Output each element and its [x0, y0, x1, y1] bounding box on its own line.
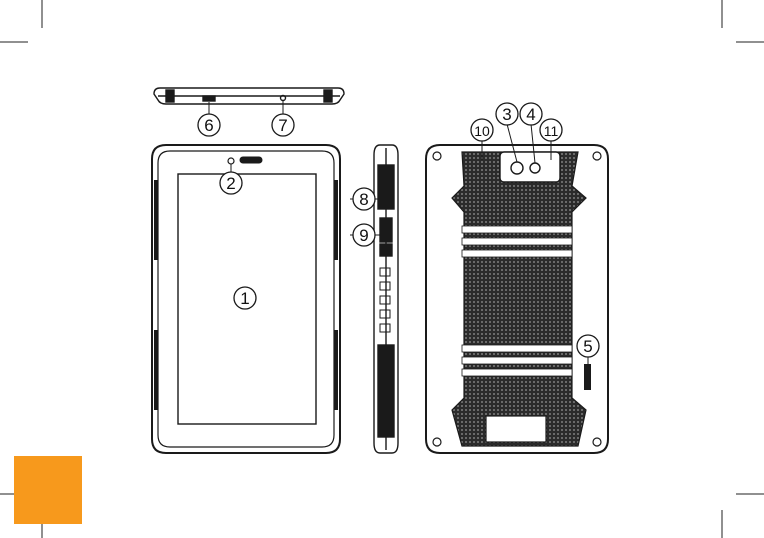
side-view [374, 145, 398, 453]
earpiece-slot [240, 157, 262, 163]
accent-block [14, 456, 82, 524]
callout-6: 6 [198, 114, 220, 136]
callout-10: 10 [471, 119, 493, 141]
svg-text:7: 7 [278, 116, 287, 135]
svg-text:2: 2 [226, 174, 235, 193]
callout-7: 7 [272, 114, 294, 136]
svg-text:3: 3 [502, 105, 511, 124]
callout-8: 8 [353, 188, 375, 210]
rear-camera-icon [511, 162, 523, 174]
back-view [426, 145, 608, 453]
bottom-housing [486, 416, 546, 442]
top-edge-view [154, 88, 344, 104]
svg-text:10: 10 [474, 123, 490, 139]
svg-text:9: 9 [359, 226, 368, 245]
speaker-icon [584, 364, 591, 390]
callout-2: 2 [220, 172, 242, 194]
callout-4: 4 [520, 103, 542, 125]
callout-1: 1 [234, 287, 256, 309]
svg-text:8: 8 [359, 190, 368, 209]
svg-text:5: 5 [583, 337, 592, 356]
callout-11: 11 [540, 119, 562, 141]
front-camera-icon [228, 158, 234, 164]
flash-icon [530, 163, 540, 173]
callout-5: 5 [577, 335, 599, 357]
callout-9: 9 [353, 224, 375, 246]
callout-3: 3 [496, 103, 518, 125]
svg-text:11: 11 [544, 123, 559, 139]
svg-text:4: 4 [526, 105, 535, 124]
svg-text:1: 1 [240, 289, 249, 308]
svg-text:6: 6 [204, 116, 213, 135]
